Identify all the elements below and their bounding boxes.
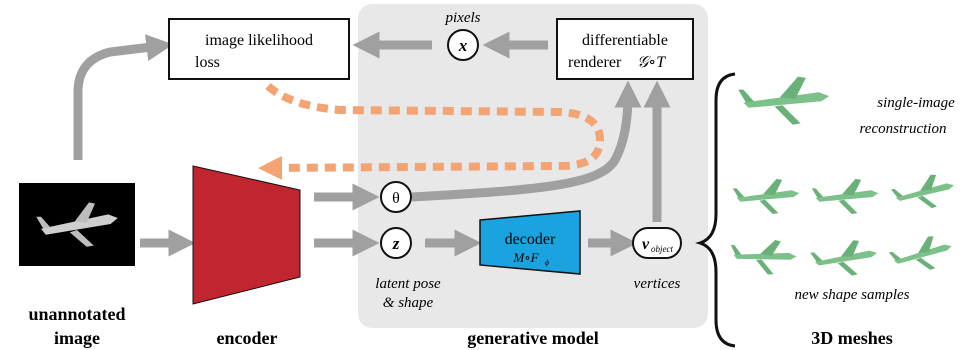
- z-symbol: z: [392, 234, 400, 253]
- gradient-dashed-arrow: [258, 82, 605, 180]
- likelihood-label-2: loss: [195, 54, 220, 71]
- new-samples-label: new shape samples: [795, 287, 910, 303]
- renderer-math: 𝒢∘T: [637, 54, 666, 71]
- mesh-sample-icon: [728, 235, 798, 278]
- theta-symbol: θ: [392, 190, 400, 207]
- z-node: [380, 227, 412, 259]
- likelihood-label-1: image likelihood: [205, 32, 313, 49]
- single-image-label-1: single-image: [877, 95, 955, 111]
- decoder-label-1: decoder: [505, 231, 556, 248]
- reconstruction-mesh-icon: [738, 76, 830, 125]
- mesh-sample-icon: [809, 238, 879, 279]
- caption-3d-meshes: 3D meshes: [811, 328, 893, 348]
- vertices-label: vertices: [634, 276, 681, 292]
- decoder-label-2: M∘F: [512, 250, 539, 265]
- mesh-sample-icon: [889, 171, 957, 214]
- vertex-subscript: object: [651, 244, 673, 254]
- mesh-sample-icon: [811, 178, 879, 215]
- pixels-symbol: x: [458, 36, 468, 55]
- curly-brace: [694, 72, 736, 348]
- encoder-trapezoid: [192, 165, 301, 305]
- vertices-node: [632, 227, 682, 259]
- decoder-subscript: ϕ: [545, 258, 549, 267]
- caption-unannotated-1: unannotated: [28, 304, 125, 324]
- latent-label-1: latent pose: [375, 276, 441, 292]
- mesh-sample-icon: [887, 232, 956, 277]
- input-airplane-icon: [36, 202, 118, 247]
- image-to-loss-arrow: [73, 34, 174, 160]
- caption-generative-model: generative model: [467, 328, 598, 348]
- single-image-label-2: reconstruction: [860, 121, 947, 137]
- pixels-label: pixels: [445, 10, 481, 26]
- renderer-label-2: renderer: [568, 54, 622, 71]
- renderer-box: [556, 18, 694, 80]
- caption-unannotated-2: image: [54, 328, 100, 348]
- caption-encoder: encoder: [217, 328, 278, 348]
- pixels-node: [447, 29, 479, 61]
- likelihood-loss-box: [168, 18, 350, 80]
- vertex-symbol: v: [642, 236, 650, 253]
- renderer-label-1: differentiable: [582, 32, 668, 49]
- theta-to-renderer-arrow: [411, 80, 642, 202]
- latent-label-2: & shape: [383, 295, 434, 311]
- mesh-sample-icon: [732, 178, 800, 215]
- decoder-trapezoid: [479, 210, 581, 275]
- theta-node: [380, 181, 412, 213]
